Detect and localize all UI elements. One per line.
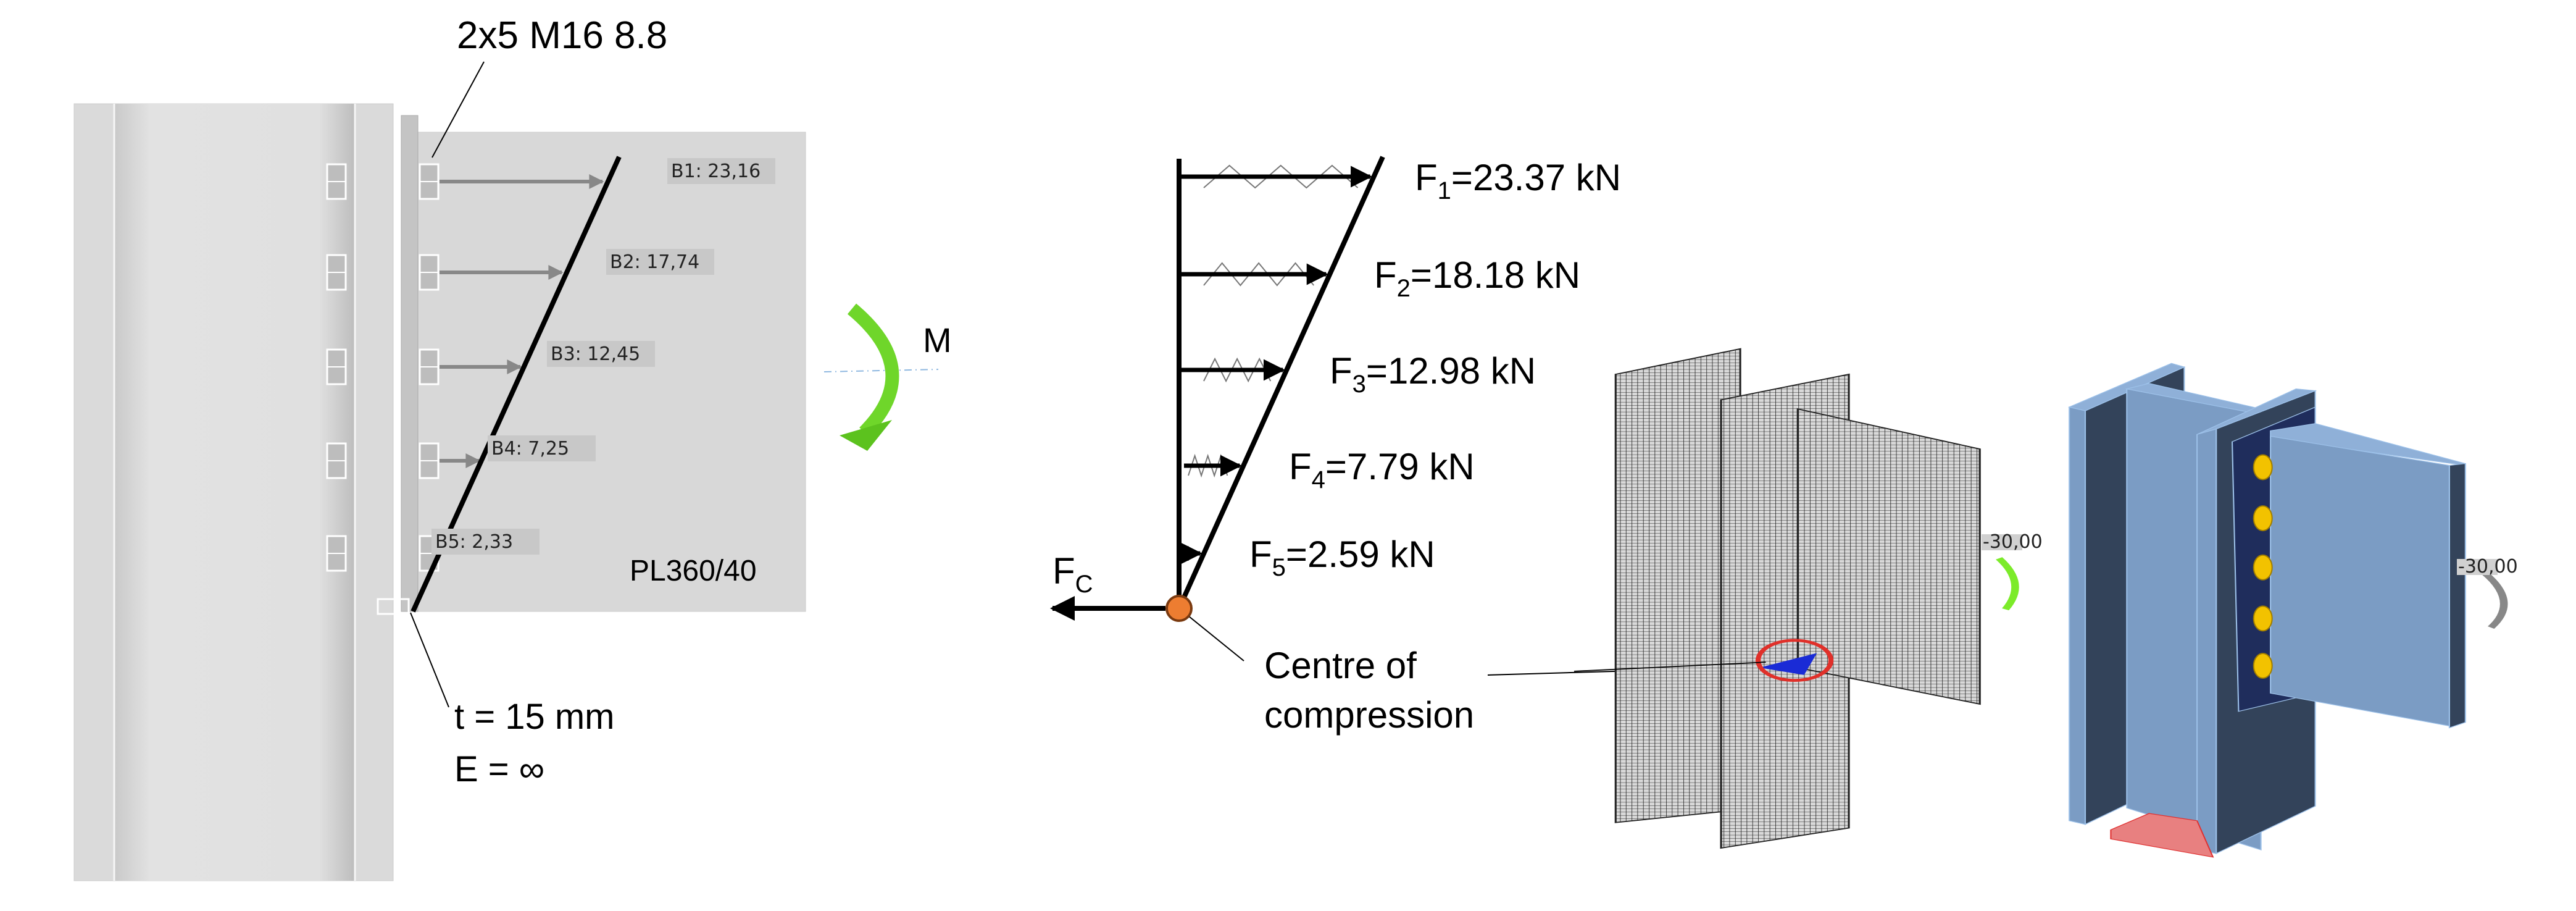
force-label: F3=12.98 kN	[1330, 350, 1536, 398]
bolt-force-label: B4: 7,25	[491, 438, 569, 460]
centre-label-line1: Centre of	[1264, 645, 1417, 686]
bolt-icon	[2253, 554, 2273, 581]
moment-arrow-icon	[847, 303, 899, 437]
spring-icon	[1203, 357, 1272, 383]
fe-mesh-model: -30,00	[1574, 348, 2043, 849]
bolt-spec-label: 2x5 M16 8.8	[457, 14, 667, 57]
bolts	[2253, 454, 2273, 679]
bolt-force-arrows	[440, 174, 604, 468]
centre-of-compression-marker	[1165, 595, 1193, 622]
moment-value-label: -30,00	[2458, 556, 2518, 577]
stiffness-label: E = ∞	[454, 749, 544, 789]
bolts	[326, 163, 440, 572]
bolt-force-label: B1: 23,16	[671, 161, 761, 182]
plate-label: PL360/40	[630, 555, 757, 587]
force-label: F2=18.18 kN	[1374, 254, 1580, 302]
3d-steel-model: -30,00	[2068, 363, 2518, 858]
bolt-icon	[2253, 605, 2273, 632]
spring-icon	[1203, 262, 1314, 287]
free-body-diagram: F1=23.37 kN F2=18.18 kN F3=12.98 kN F4=7.79…	[1050, 156, 1760, 736]
bolt-icon	[2253, 653, 2273, 679]
bolt-force-label: B3: 12,45	[551, 343, 640, 365]
bolt-icon	[2253, 505, 2273, 532]
bolt-icon	[2253, 454, 2273, 481]
bolt-force-label: B2: 17,74	[610, 251, 699, 273]
end-plate	[401, 115, 419, 612]
spring-icon	[1203, 164, 1359, 189]
centre-label-line2: compression	[1264, 694, 1474, 736]
force-label: F4=7.79 kN	[1289, 446, 1475, 493]
compression-zone-highlight	[1755, 639, 1834, 682]
bolt-force-label: B5: 2,33	[435, 531, 513, 553]
moment-label: M	[923, 321, 952, 359]
compression-force-label: FC	[1052, 550, 1093, 598]
base-plate-highlight	[2110, 813, 2214, 858]
column-web	[114, 104, 355, 881]
moment-value-label: -30,00	[1983, 531, 2043, 553]
force-label: F1=23.37 kN	[1415, 157, 1621, 204]
force-label: F5=2.59 kN	[1249, 534, 1435, 581]
moment-arrow-icon	[1996, 557, 2019, 611]
thickness-label: t = 15 mm	[454, 697, 614, 737]
